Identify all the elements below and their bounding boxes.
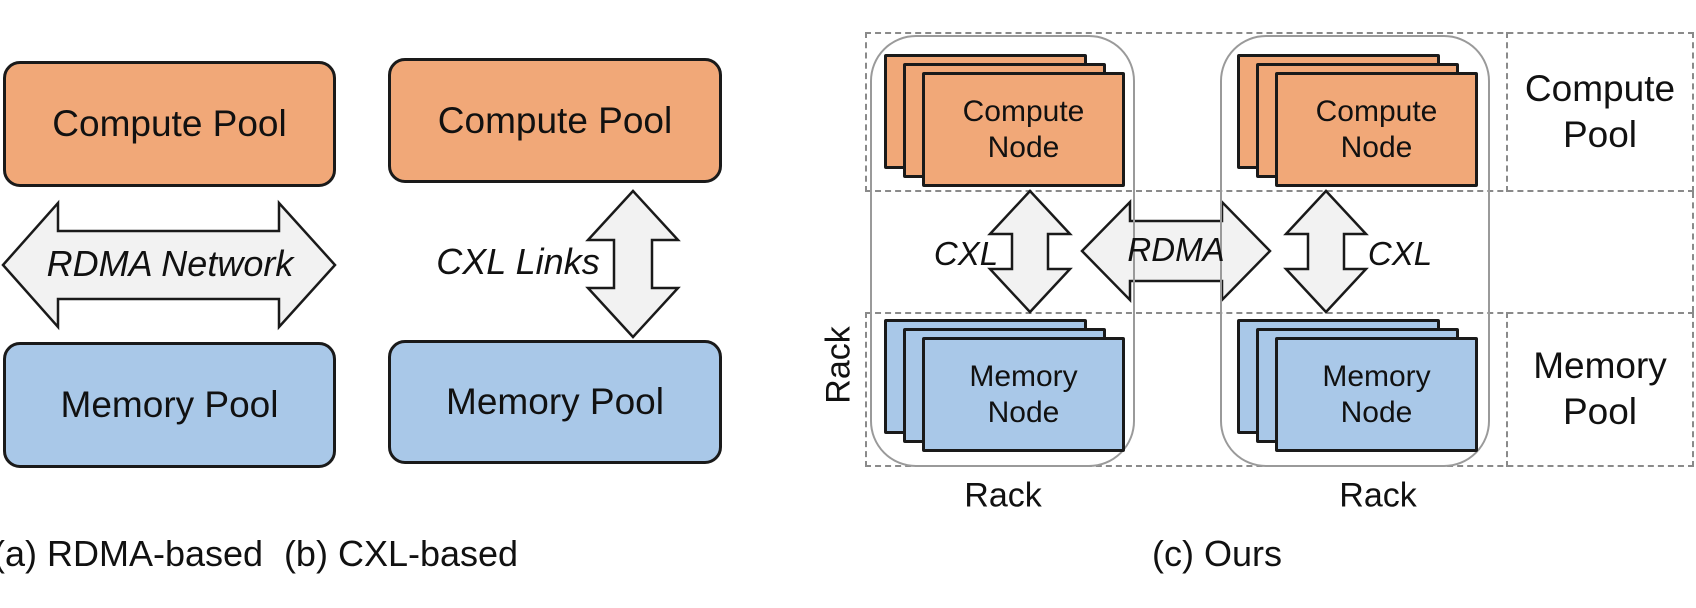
- panel-b-cxl-links-label: CXL Links: [436, 241, 600, 282]
- compute-pool-dashed-band: [865, 32, 1694, 192]
- rack1-compute-node-label: Compute Node: [963, 94, 1085, 166]
- panel-a-memory-pool-label: Memory Pool: [60, 384, 279, 425]
- rack1-compute-node-card: Compute Node: [922, 72, 1125, 187]
- panel-b-memory-pool-label: Memory Pool: [446, 381, 664, 422]
- panel-c-caption: (c) Ours: [1152, 533, 1282, 574]
- panel-b-compute-pool-box: Compute Pool: [388, 58, 722, 183]
- rack2-compute-node-card: Compute Node: [1275, 72, 1478, 187]
- panel-b-compute-pool-label: Compute Pool: [437, 99, 673, 141]
- panel-c-rdma-label: RDMA: [1127, 231, 1225, 268]
- rack2-memory-node-card: Memory Node: [1275, 337, 1478, 452]
- rack1-memory-node-line1: Memory: [969, 359, 1078, 393]
- pool-column-divider-top: [1506, 32, 1508, 192]
- panel-b-memory-pool-box: Memory Pool: [388, 340, 722, 464]
- panel-a-caption: (a) RDMA-based: [0, 533, 264, 574]
- compute-pool-column-line1: Compute: [1524, 68, 1676, 109]
- rack2-bottom-label: Rack: [1339, 476, 1417, 515]
- panel-a-rdma-network-label: RDMA Network: [46, 243, 294, 284]
- panel-a-compute-pool-box: Compute Pool: [3, 61, 336, 187]
- rack1-compute-node-line1: Compute: [962, 94, 1085, 128]
- rack2-compute-node-line1: Compute: [1315, 94, 1438, 128]
- rack2-memory-node-line1: Memory: [1322, 359, 1431, 393]
- pool-column-divider-bottom: [1506, 312, 1508, 467]
- memory-pool-column-line2: Pool: [1562, 391, 1638, 432]
- right-edge-middle-segment: [1692, 192, 1694, 312]
- rack2-memory-node-label: Memory Node: [1322, 359, 1430, 431]
- rack1-memory-node-card: Memory Node: [922, 337, 1125, 452]
- panel-a-compute-pool-label: Compute Pool: [52, 103, 287, 144]
- compute-pool-column-label: Compute Pool: [1525, 66, 1675, 158]
- panel-b-cxl-arrow: [585, 189, 681, 339]
- rack2-cxl-label: CXL: [1367, 235, 1433, 272]
- panel-b-caption: (b) CXL-based: [283, 533, 519, 574]
- rack2-compute-node-line2: Node: [1340, 130, 1413, 164]
- rack2-compute-node-label: Compute Node: [1316, 94, 1438, 166]
- panel-a-memory-pool-box: Memory Pool: [3, 342, 336, 468]
- compute-pool-column-line2: Pool: [1562, 114, 1638, 155]
- rack2-memory-node-line2: Node: [1340, 395, 1413, 429]
- rack1-compute-node-line2: Node: [987, 130, 1060, 164]
- rack1-memory-node-line2: Node: [987, 395, 1060, 429]
- memory-pool-column-line1: Memory: [1533, 345, 1667, 386]
- rack1-cxl-label: CXL: [933, 235, 999, 272]
- side-rack-label: Rack: [819, 326, 858, 404]
- rack1-bottom-label: Rack: [964, 476, 1042, 515]
- memory-pool-column-label: Memory Pool: [1533, 343, 1667, 435]
- rack1-memory-node-label: Memory Node: [969, 359, 1077, 431]
